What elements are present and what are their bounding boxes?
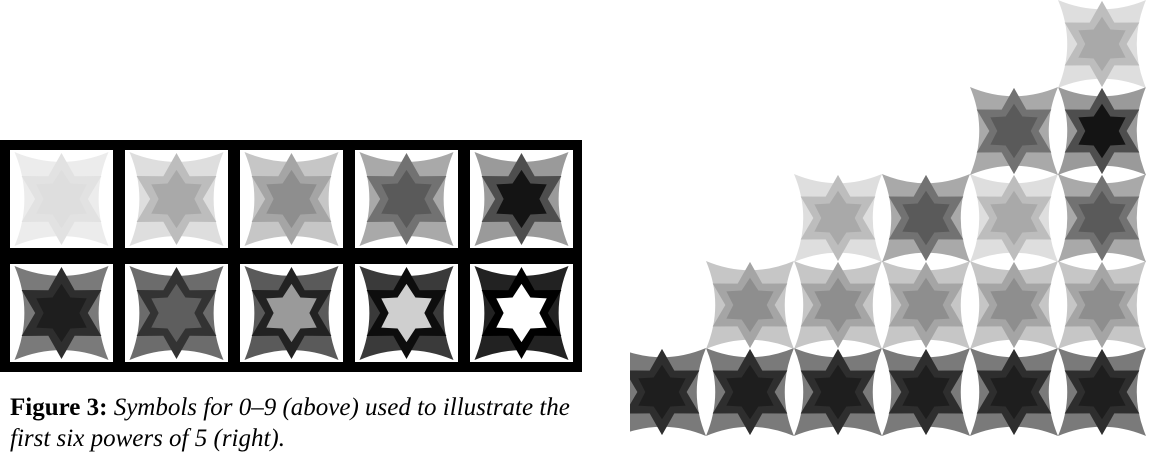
digit-symbol-5 — [630, 348, 706, 436]
digit-symbol-3 — [882, 174, 970, 262]
symbol-cell-5 — [10, 264, 113, 362]
power-row-3 — [794, 174, 1146, 262]
symbol-cell-0 — [10, 150, 113, 248]
power-row-5 — [630, 348, 1146, 436]
digit-symbol-8 — [360, 266, 454, 360]
digit-symbol-2 — [706, 261, 794, 349]
digit-symbol-5 — [794, 348, 882, 436]
digit-symbol-2 — [794, 261, 882, 349]
symbol-cell-9 — [470, 264, 573, 362]
digit-symbol-0 — [15, 152, 109, 246]
symbol-cell-1 — [125, 150, 228, 248]
figure-caption: Figure 3: Symbols for 0–9 (above) used t… — [10, 392, 610, 454]
digit-symbol-1 — [970, 174, 1058, 262]
symbol-cell-2 — [240, 150, 343, 248]
digit-symbol-5 — [970, 348, 1058, 436]
digit-symbol-7 — [245, 266, 339, 360]
digit-symbol-1 — [794, 174, 882, 262]
digit-symbol-5 — [882, 348, 970, 436]
digit-symbol-2 — [245, 152, 339, 246]
power-row-4 — [706, 261, 1146, 349]
symbol-cell-3 — [355, 150, 458, 248]
digit-symbol-5 — [15, 266, 109, 360]
digit-symbols-table — [0, 140, 582, 372]
digit-symbol-5 — [1058, 348, 1146, 436]
digit-symbol-4 — [1058, 87, 1146, 175]
symbol-cell-7 — [240, 264, 343, 362]
digit-symbol-2 — [1058, 261, 1146, 349]
digit-symbol-9 — [475, 266, 569, 360]
caption-label: Figure 3: — [10, 394, 107, 421]
power-row-2 — [970, 87, 1146, 175]
digit-symbol-6 — [130, 266, 224, 360]
symbol-cell-6 — [125, 264, 228, 362]
symbol-cell-4 — [470, 150, 573, 248]
digit-symbol-5 — [706, 348, 794, 436]
digit-symbol-3 — [360, 152, 454, 246]
symbol-cell-8 — [355, 264, 458, 362]
digit-symbol-2 — [970, 261, 1058, 349]
digit-symbol-4 — [475, 152, 569, 246]
digit-symbol-3 — [1058, 174, 1146, 262]
digit-symbol-1 — [130, 152, 224, 246]
power-row-1 — [1058, 0, 1146, 88]
digit-symbol-1 — [1058, 0, 1146, 88]
digit-symbol-2 — [882, 261, 970, 349]
powers-of-five-figure — [630, 0, 1150, 440]
digit-symbol-3 — [970, 87, 1058, 175]
